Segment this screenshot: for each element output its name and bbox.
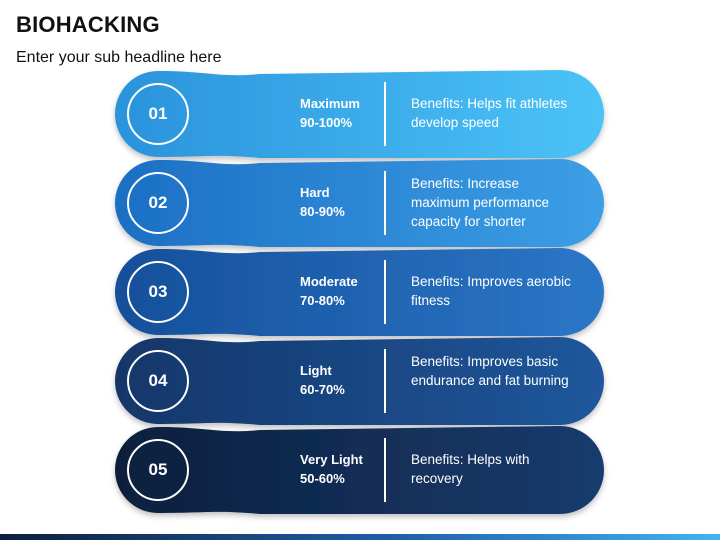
step-number: 05 <box>148 460 168 479</box>
intensity-level: Very Light 50-60% <box>300 450 380 488</box>
vertical-divider <box>384 260 386 324</box>
number-ring <box>127 350 189 412</box>
intensity-row-03: 03 Moderate 70-80% Benefits: Improves aerob… <box>0 248 720 336</box>
row-shape <box>115 70 604 158</box>
vertical-divider <box>384 171 386 235</box>
level-name: Maximum <box>300 96 360 111</box>
row-shape <box>115 248 604 336</box>
intensity-level: Moderate 70-80% <box>300 272 380 310</box>
intensity-row-02: 02 Hard 80-90% Benefits: Increase maximum p… <box>0 159 720 247</box>
intensity-level: Maximum 90-100% <box>300 94 380 132</box>
intensity-row-05: 05 Very Light 50-60% Benefits: Helps with r… <box>0 426 720 514</box>
level-name: Very Light <box>300 452 363 467</box>
number-ring <box>127 83 189 145</box>
intensity-level: Light 60-70% <box>300 361 380 399</box>
bottom-accent-bar <box>0 534 720 540</box>
level-range: 50-60% <box>300 471 345 486</box>
vertical-divider <box>384 82 386 146</box>
step-number: 01 <box>148 104 168 123</box>
row-shape <box>115 337 604 425</box>
row-shape <box>115 159 604 247</box>
benefit-text: Benefits: Helps with recovery <box>411 452 530 486</box>
level-range: 90-100% <box>300 115 353 130</box>
page-subtitle: Enter your sub headline here <box>16 49 222 66</box>
intensity-level: Hard 80-90% <box>300 183 380 221</box>
level-name: Moderate <box>300 274 358 289</box>
row-banner-shape <box>115 337 604 425</box>
intensity-row-04: 04 Light 60-70% Benefits: Improves basic en… <box>0 337 720 425</box>
row-banner-shape <box>115 426 604 514</box>
level-range: 70-80% <box>300 293 345 308</box>
benefit-text: Benefits: Improves basic endurance and f… <box>411 354 569 388</box>
row-banner-shape <box>115 70 604 158</box>
number-ring <box>127 439 189 501</box>
benefit-text: Benefits: Improves aerobic fitness <box>411 274 571 308</box>
benefit-text: Benefits: Helps fit athletes develop spe… <box>411 96 568 130</box>
number-ring <box>127 261 189 323</box>
number-ring <box>127 172 189 234</box>
step-number: 02 <box>148 193 168 212</box>
level-range: 60-70% <box>300 382 345 397</box>
row-banner-shape <box>115 159 604 247</box>
step-number: 03 <box>148 282 168 301</box>
level-range: 80-90% <box>300 204 345 219</box>
row-shape <box>115 426 604 514</box>
benefit-text: Benefits: Increase maximum performance c… <box>411 176 550 229</box>
level-name: Hard <box>300 185 330 200</box>
level-name: Light <box>300 363 332 378</box>
page-title: BIOHACKING <box>16 12 160 37</box>
intensity-row-01: 01 Maximum 90-100% Benefits: Helps fit athl… <box>0 70 720 158</box>
vertical-divider <box>384 349 386 413</box>
vertical-divider <box>384 438 386 502</box>
row-banner-shape <box>115 248 604 336</box>
step-number: 04 <box>148 371 168 390</box>
